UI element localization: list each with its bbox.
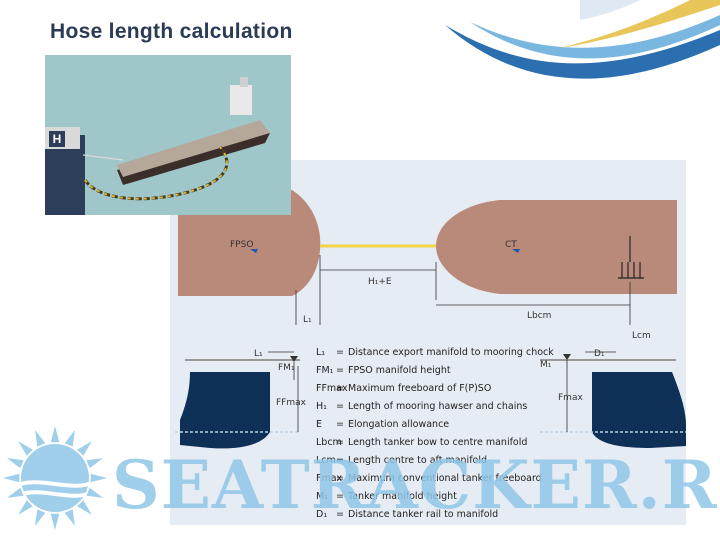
legend-equals: = — [336, 491, 344, 502]
fpso-marker-icon — [250, 249, 258, 253]
legend-description: Length centre to aft manifold — [348, 455, 487, 466]
tanker-hull-sideview — [592, 372, 686, 448]
legend-description: Maximum conventional tanker freeboard — [348, 473, 542, 484]
legend-description: Distance tanker rail to manifold — [348, 509, 498, 520]
sun-logo-icon — [3, 426, 107, 530]
legend-symbol: FM₁ — [316, 365, 334, 376]
fpso-hull-topview — [178, 190, 321, 296]
legend-symbol: Lbcm — [316, 437, 342, 448]
watermark-text: SEATRACKER.RU — [112, 446, 720, 524]
arrow-icon — [290, 356, 298, 362]
label-lbcm: Lbcm — [527, 311, 551, 321]
label-fm1: FM₁ — [278, 363, 295, 373]
legend-equals: = — [336, 419, 344, 430]
label-l1-top: L₁ — [303, 315, 312, 325]
label-d1: D₁ — [594, 349, 605, 359]
legend-equals: = — [336, 509, 344, 520]
terminal-letter: H — [52, 132, 62, 146]
dimension-lines — [295, 255, 631, 325]
tanker-hull-topview — [436, 200, 677, 294]
label-fpso: FPSO — [230, 240, 253, 250]
legend-description: Length of mooring hawser and chains — [348, 401, 527, 412]
legend-equals: = — [336, 383, 344, 394]
legend-symbol: Lcm — [316, 455, 336, 466]
legend-symbol: Fmax — [316, 473, 343, 484]
legend-equals: = — [336, 473, 344, 484]
label-fmax: Fmax — [558, 393, 583, 403]
label-ffmax: FFmax — [276, 398, 307, 408]
terminal-badge-icon: H — [49, 131, 65, 147]
label-lcm: Lcm — [632, 331, 651, 341]
side-dimension-lines — [268, 351, 616, 432]
slide-title: Hose length calculation — [50, 20, 293, 43]
legend-description: Maximum freeboard of F(P)SO — [348, 383, 491, 394]
legend-equals: = — [336, 347, 344, 358]
arrow-icon — [563, 354, 571, 360]
legend-symbol: L₁ — [316, 347, 325, 358]
legend-description: Length tanker bow to centre manifold — [348, 437, 527, 448]
fpso-hull-sideview — [180, 372, 270, 449]
legend-description: FPSO manifold height — [348, 365, 451, 376]
legend-equals: = — [336, 401, 344, 412]
label-h1e: H₁+E — [368, 277, 392, 287]
legend-equals: = — [336, 455, 344, 466]
manifold-bollards-icon — [618, 236, 644, 279]
tanker-photo: H — [45, 55, 291, 215]
legend-description: Elongation allowance — [348, 419, 449, 430]
legend: L₁ = Distance export manifold to mooring c… — [316, 347, 554, 520]
legend-description: Distance export manifold to mooring choc… — [348, 347, 554, 358]
label-ct: CT — [505, 240, 517, 250]
ct-marker-icon — [512, 249, 520, 253]
legend-equals: = — [336, 437, 344, 448]
legend-symbol: FFmax — [316, 383, 348, 394]
legend-description: Tanker manifold height — [347, 491, 457, 502]
legend-symbol: D₁ — [316, 509, 327, 520]
label-m1: M₁ — [540, 360, 552, 370]
legend-equals: = — [336, 365, 344, 376]
decorative-swoosh — [445, 0, 720, 79]
legend-symbol: M₁ — [316, 491, 328, 502]
label-l1-side: L₁ — [254, 349, 263, 359]
legend-symbol: H₁ — [316, 401, 327, 412]
legend-symbol: E — [316, 419, 322, 430]
